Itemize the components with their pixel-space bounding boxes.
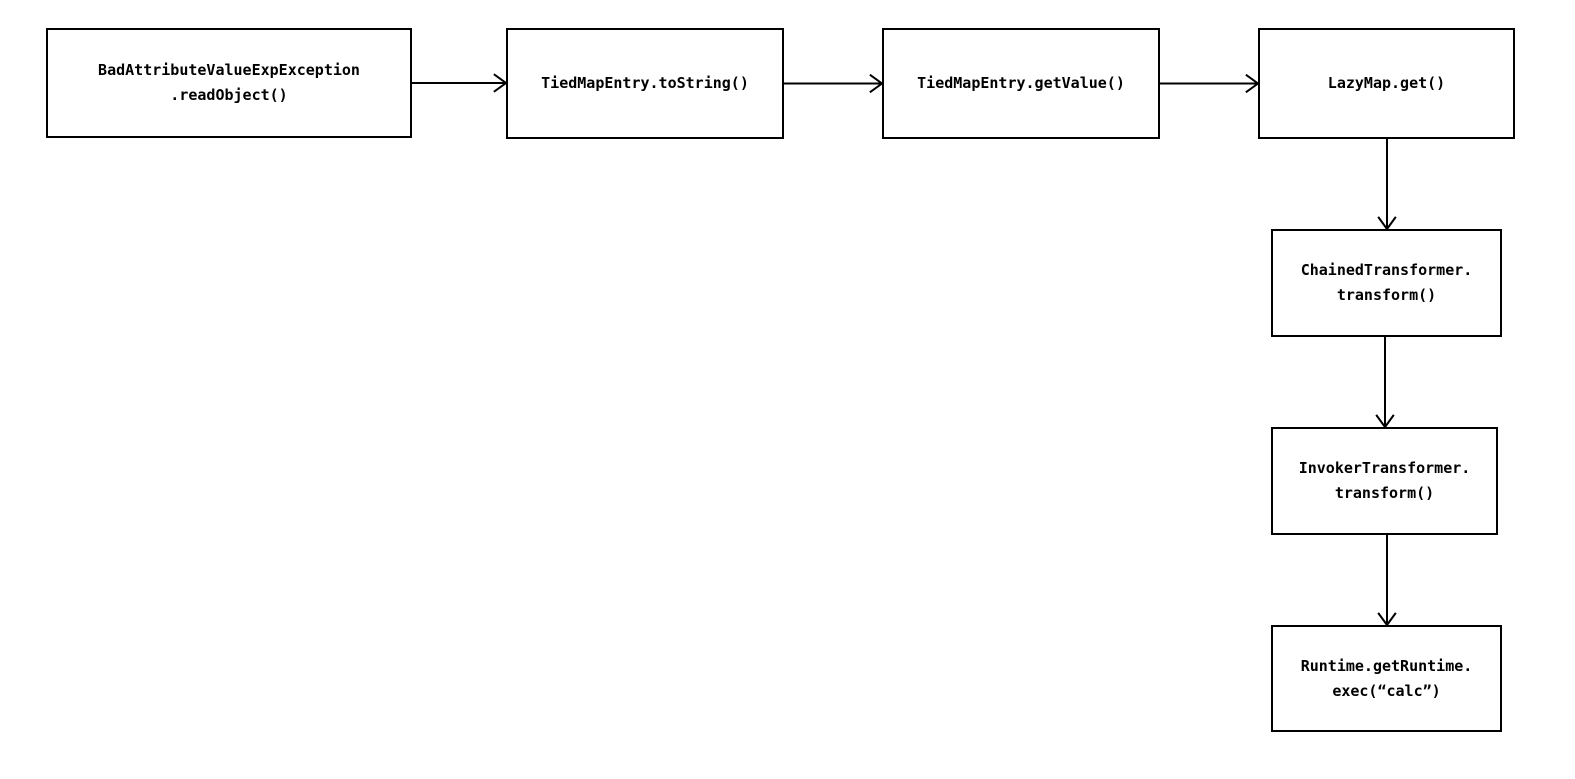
node-label-line: exec(“calc”) [1332,681,1441,700]
node-runtime-exec: Runtime.getRuntime. exec(“calc”) [1271,625,1502,732]
edge-group [412,73,1397,627]
node-bad-attribute-value-exp-exception: BadAttributeValueExpException .readObjec… [46,28,412,138]
node-label-line: Runtime.getRuntime. [1300,656,1473,675]
node-lazymap-get: LazyMap.get() [1258,28,1515,139]
node-label-line: LazyMap.get() [1327,74,1446,92]
node-label-line: .readObject() [170,86,288,104]
node-label-line: TiedMapEntry.toString() [541,74,749,92]
node-tiedmapentry-tostring: TiedMapEntry.toString() [506,28,784,139]
node-invokertransformer-transform: InvokerTransformer. transform() [1271,427,1498,535]
node-chainedtransformer-transform: ChainedTransformer. transform() [1271,229,1502,337]
node-label-line: TiedMapEntry.getValue() [917,74,1125,92]
node-tiedmapentry-getvalue: TiedMapEntry.getValue() [882,28,1160,139]
node-label-line: transform() [1336,286,1437,304]
node-label-line: BadAttributeValueExpException [98,61,360,79]
node-label-line: InvokerTransformer. [1298,459,1471,477]
node-label-line: ChainedTransformer. [1300,261,1473,279]
node-label-line: transform() [1334,484,1435,502]
